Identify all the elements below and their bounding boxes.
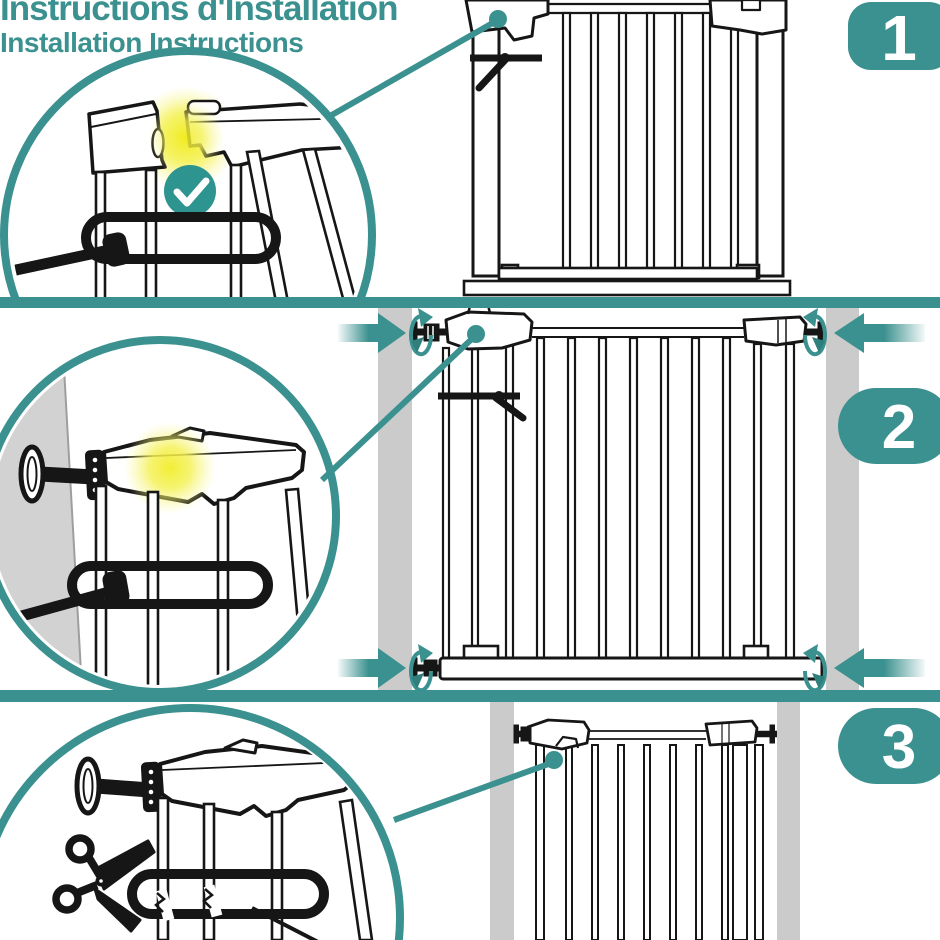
gate-illustration-3 (513, 718, 777, 940)
page-title-english: Installation Instructions (0, 27, 303, 58)
gate-illustration-1 (462, 0, 792, 297)
arrow-inward-bottom-right-icon (834, 648, 925, 688)
pressure-spindle (74, 756, 163, 816)
highlight-glow-core (148, 100, 224, 176)
leader-dot-3 (545, 751, 563, 769)
gate-bars-detail-2 (94, 484, 318, 685)
gate-base (438, 644, 824, 681)
section-divider-1 (0, 297, 940, 308)
scissors-icon (52, 834, 156, 933)
highlight-glow (124, 422, 216, 514)
detail-1-latch-closeup (12, 86, 364, 306)
arrow-inward-bottom-left-icon (338, 648, 406, 688)
lock-indicator-lever (470, 53, 542, 92)
step-2-section: 2 (0, 308, 940, 690)
cable-tie-strap-cut (127, 869, 329, 940)
wall-post-right (826, 308, 859, 690)
arrow-inward-top-left-icon (338, 313, 406, 353)
leader-line-3 (392, 759, 556, 823)
gate-bars (471, 2, 785, 278)
wall-edge (61, 347, 83, 685)
step-badge-2: 2 (838, 388, 940, 464)
page-title-french: Instructions d'Installation (0, 0, 397, 28)
gate-top-latches (526, 718, 759, 751)
cable-tie-strap (12, 212, 281, 276)
gate-base (462, 263, 792, 297)
latch-left-block (87, 100, 167, 175)
gate-bars (441, 336, 796, 662)
spindle-rods (513, 724, 777, 744)
section-divider-2 (0, 690, 940, 702)
step-3-section: 3 (0, 702, 940, 940)
leader-dot-2 (467, 325, 485, 343)
step-badge-1: 1 (848, 2, 940, 74)
lock-indicator-lever (438, 391, 527, 422)
gate-illustration-2 (411, 308, 826, 681)
step-number-2: 2 (882, 393, 916, 462)
detail-circle-2 (0, 336, 340, 690)
leader-line-1 (328, 17, 500, 119)
step-number-3: 3 (882, 713, 916, 782)
wall-post-left (490, 702, 514, 940)
detail-circle-1 (0, 47, 376, 308)
gate-bars (535, 744, 764, 940)
detail-2-wall-mount-closeup (0, 347, 318, 685)
leader-line-2 (319, 332, 479, 483)
wall-post-left (378, 308, 412, 690)
step-badge-3: 3 (838, 708, 940, 784)
wall-post-right (777, 702, 800, 940)
leader-dot-1 (489, 10, 507, 28)
gate-bars-detail-1 (94, 147, 358, 306)
detail-3-cut-tie-closeup (52, 738, 374, 940)
step-number-1: 1 (881, 2, 917, 74)
arrow-inward-top-right-icon (834, 313, 925, 353)
latch-housing (158, 738, 358, 818)
detail-circle-3 (0, 704, 404, 940)
check-icon (164, 165, 216, 217)
